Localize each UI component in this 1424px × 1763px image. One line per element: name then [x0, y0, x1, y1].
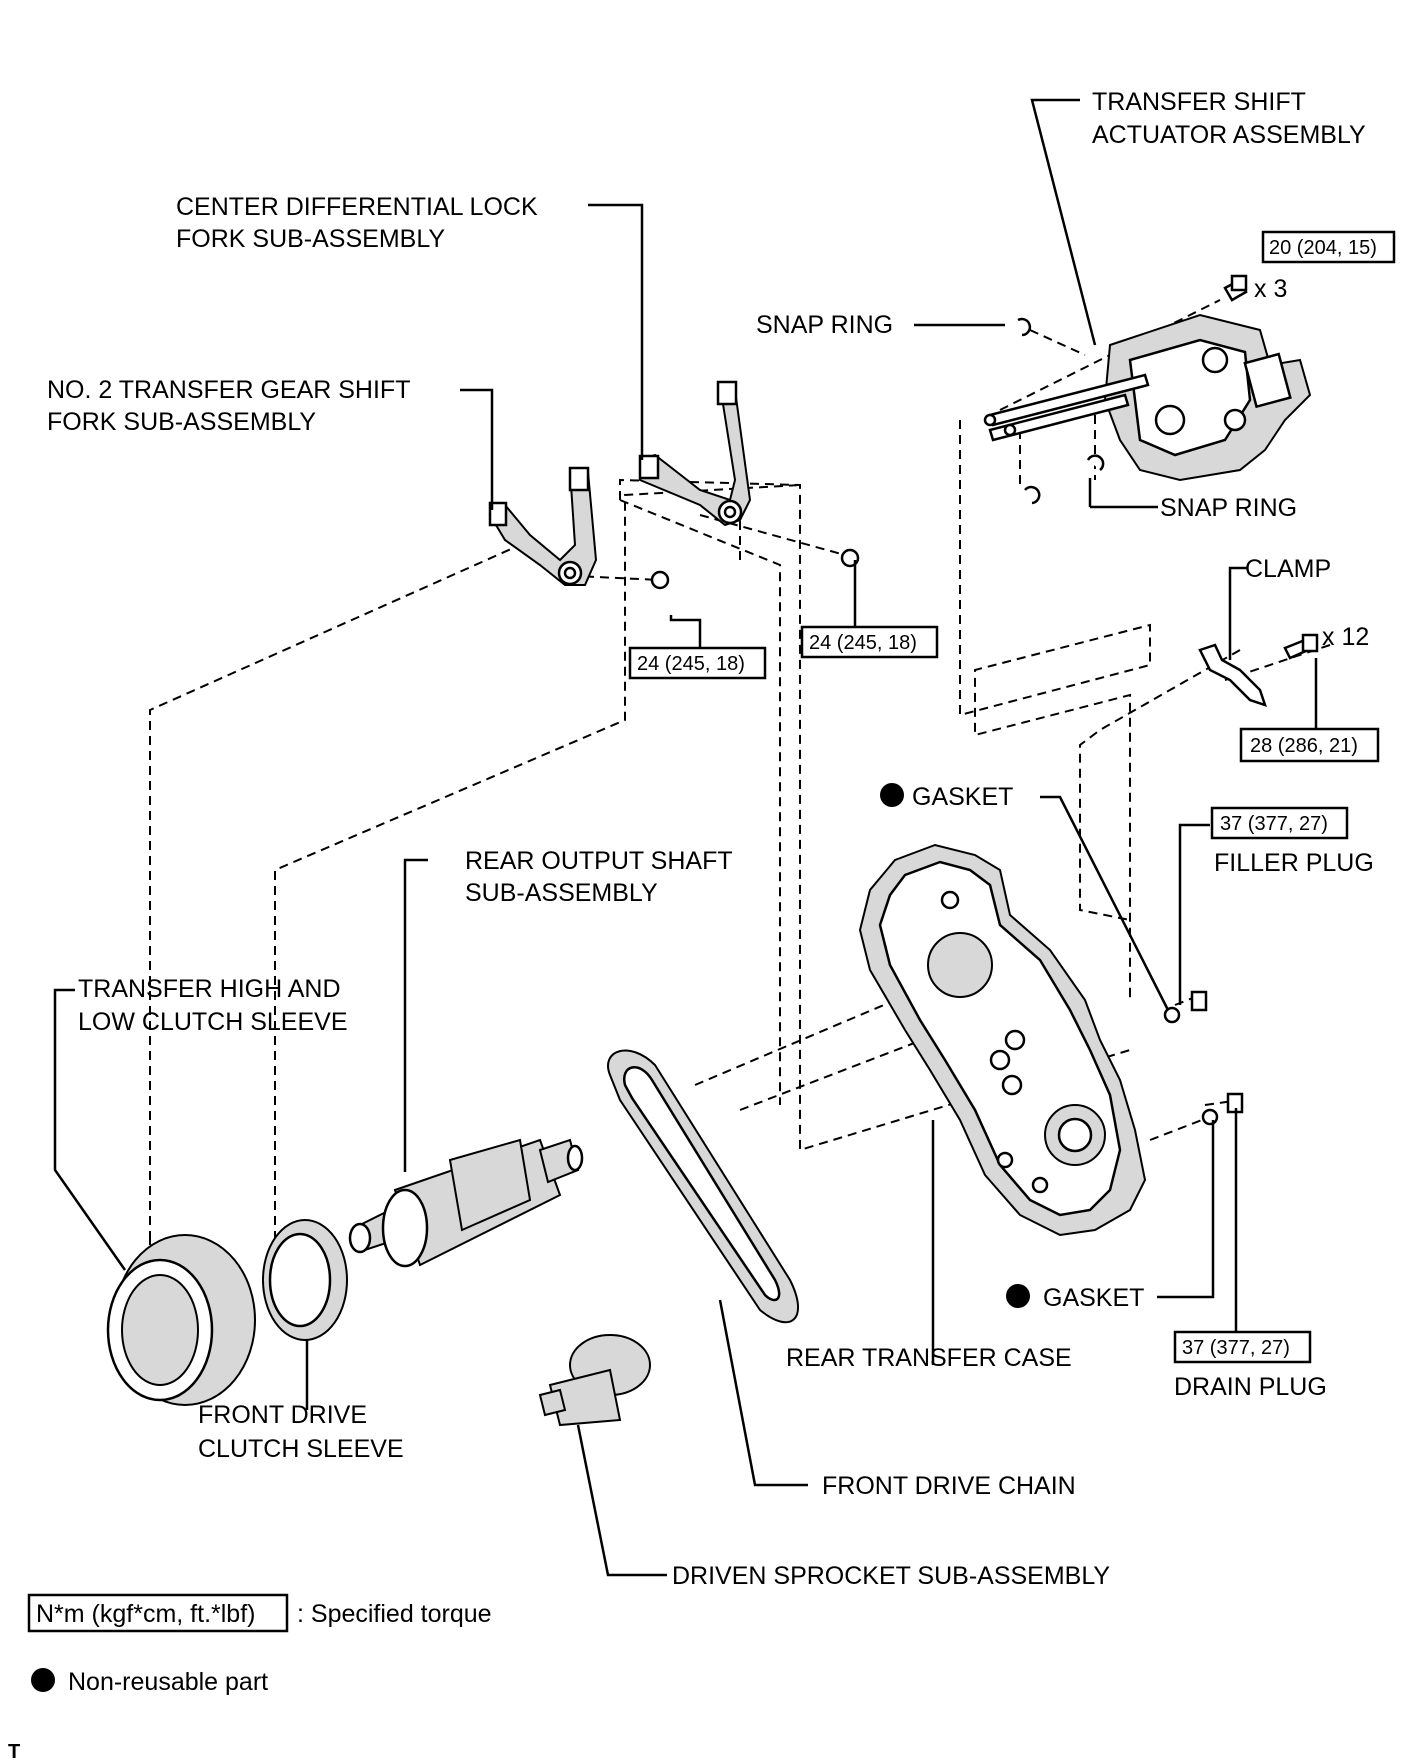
label-no2-fork-2: FORK SUB-ASSEMBLY: [47, 408, 316, 436]
no2-fork-bolt: [650, 570, 670, 590]
legend: N*m (kgf*cm, ft.*lbf) : Specified torque…: [27, 1593, 492, 1696]
transfer-high-low-clutch-sleeve-part: [106, 1234, 256, 1406]
torque-actuator-bolt: 20 (204, 15): [1269, 237, 1377, 259]
no2-transfer-gear-shift-fork: [488, 466, 598, 586]
torque-case-bolt-qty: x 12: [1322, 623, 1369, 651]
nonreusable-marker-gasket-lower: [1006, 1284, 1030, 1308]
torque-center-fork-bolt: 24 (245, 18): [809, 632, 917, 654]
snap-ring-upper-part: [1017, 317, 1032, 337]
drain-plug-part: [1201, 1092, 1244, 1126]
label-driven-sprocket: DRIVEN SPROCKET SUB-ASSEMBLY: [672, 1562, 1110, 1590]
front-drive-chain-part: [607, 1049, 800, 1324]
label-rear-transfer-case: REAR TRANSFER CASE: [786, 1344, 1072, 1372]
legend-nonreusable-desc: Non-reusable part: [68, 1668, 268, 1696]
label-no2-fork-1: NO. 2 TRANSFER GEAR SHIFT: [47, 376, 410, 404]
torque-case-bolt: 28 (286, 21): [1250, 735, 1358, 757]
label-snap-ring-lower: SNAP RING: [1160, 494, 1297, 522]
snap-ring-lower-right-part: [1086, 454, 1105, 471]
rear-output-shaft-part: [348, 1138, 584, 1268]
legend-torque-desc: : Specified torque: [297, 1600, 492, 1628]
transfer-shift-actuator-assembly: [983, 313, 1312, 482]
label-gasket-lower: GASKET: [1043, 1284, 1144, 1312]
label-transfer-high-low-1: TRANSFER HIGH AND: [78, 975, 341, 1003]
label-filler-plug: FILLER PLUG: [1214, 849, 1374, 877]
case-bolt: [1283, 633, 1319, 660]
torque-no2-fork-bolt: 24 (245, 18): [637, 653, 745, 675]
front-drive-clutch-sleeve-part: [262, 1219, 348, 1341]
torque-filler-plug: 37 (377, 27): [1220, 813, 1328, 835]
label-center-diff-fork-1: CENTER DIFFERENTIAL LOCK: [176, 193, 538, 221]
label-center-diff-fork-2: FORK SUB-ASSEMBLY: [176, 225, 445, 253]
leader-lines: [53, 98, 1318, 1577]
label-front-drive-clutch-2: CLUTCH SLEEVE: [198, 1435, 404, 1463]
label-gasket-upper: GASKET: [912, 783, 1013, 811]
label-snap-ring-upper: SNAP RING: [756, 311, 893, 339]
label-clamp: CLAMP: [1245, 555, 1331, 583]
label-transfer-high-low-2: LOW CLUTCH SLEEVE: [78, 1008, 348, 1036]
snap-ring-lower-left-part: [1024, 485, 1041, 505]
torque-drain-plug: 37 (377, 27): [1182, 1337, 1290, 1359]
label-front-drive-chain: FRONT DRIVE CHAIN: [822, 1472, 1076, 1500]
label-transfer-shift-actuator-1: TRANSFER SHIFT: [1092, 88, 1306, 116]
driven-sprocket-part: [538, 1334, 651, 1427]
label-front-drive-clutch-1: FRONT DRIVE: [198, 1401, 367, 1429]
filler-plug-part: [1163, 990, 1208, 1024]
label-rear-output-shaft-2: SUB-ASSEMBLY: [465, 879, 658, 907]
label-rear-output-shaft-1: REAR OUTPUT SHAFT: [465, 847, 733, 875]
corner-mark: T: [8, 1741, 20, 1763]
label-drain-plug: DRAIN PLUG: [1174, 1373, 1327, 1401]
part-labels: TRANSFER SHIFT ACTUATOR ASSEMBLY CENTER …: [47, 88, 1374, 1590]
rear-transfer-case-part: [858, 843, 1147, 1237]
legend-torque-unit: N*m (kgf*cm, ft.*lbf): [36, 1600, 255, 1628]
torque-specs: 20 (204, 15) x 3 24 (245, 18) 24 (245, 1…: [628, 230, 1396, 1364]
actuator-bolt: [1223, 274, 1248, 302]
nonreusable-marker-gasket-upper: [880, 783, 904, 807]
center-differential-lock-fork: [638, 380, 752, 527]
legend-nonreusable-marker: [31, 1668, 55, 1692]
label-transfer-shift-actuator-2: ACTUATOR ASSEMBLY: [1092, 121, 1366, 149]
torque-actuator-bolt-qty: x 3: [1254, 275, 1287, 303]
clamp-part: [1198, 643, 1267, 707]
